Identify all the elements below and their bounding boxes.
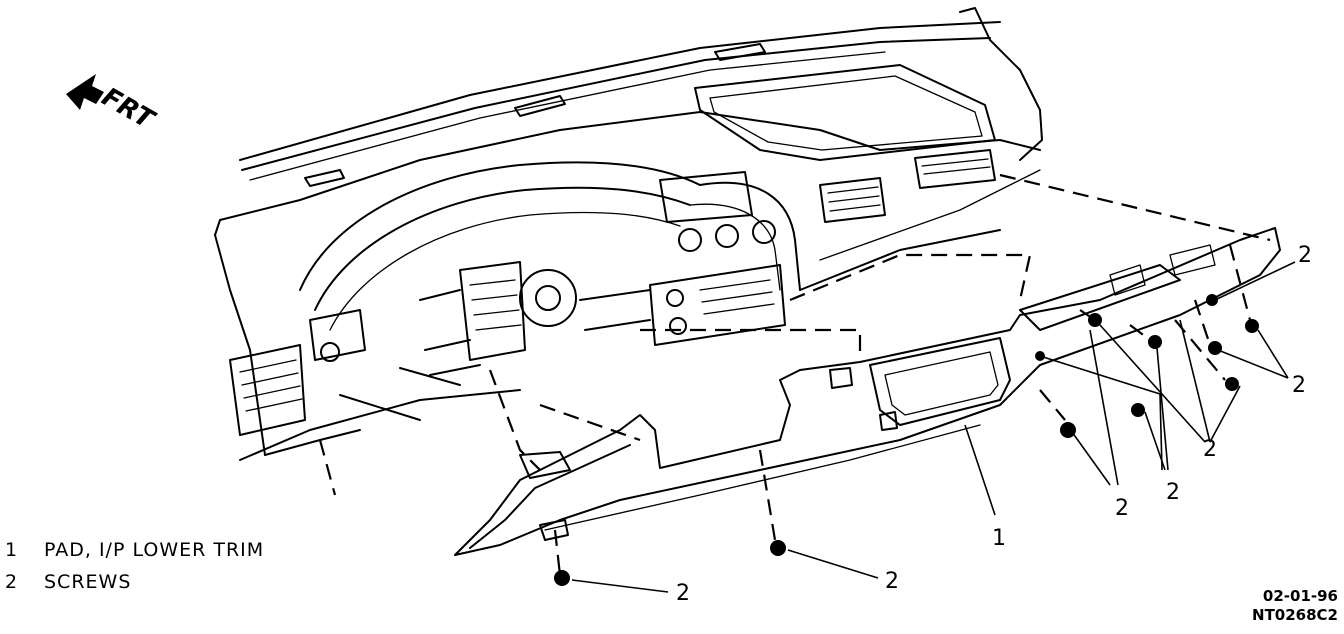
legend-number: 2	[5, 571, 18, 593]
callout-screw: 2	[1298, 243, 1312, 268]
callout-pad: 1	[992, 526, 1006, 551]
legend-text: SCREWS	[44, 571, 131, 593]
callout-screw: 2	[885, 569, 899, 594]
instrument-panel	[214, 7, 1043, 461]
legend: 1 PAD, I/P LOWER TRIM 2 SCREWS	[5, 539, 264, 593]
screw-icon	[770, 540, 786, 556]
figure-stamp: 02-01-96 NT0268C2	[1252, 587, 1338, 624]
callout-screw: 2	[1166, 480, 1180, 505]
screw-icon	[1206, 294, 1218, 306]
figure-date: 02-01-96	[1263, 587, 1338, 605]
front-arrow-icon	[66, 74, 104, 110]
screw-icon	[1060, 422, 1076, 438]
callout-screw: 2	[1115, 496, 1129, 521]
legend-number: 1	[5, 539, 18, 561]
screw-icon	[1131, 403, 1145, 417]
front-direction-label: FRT	[97, 82, 161, 136]
screws	[554, 294, 1259, 586]
callout-screw: 2	[1203, 437, 1217, 462]
screw-icon	[1208, 341, 1222, 355]
figure-code: NT0268C2	[1252, 606, 1338, 624]
legend-text: PAD, I/P LOWER TRIM	[44, 539, 264, 561]
front-direction-indicator: FRT	[66, 74, 161, 136]
callout-numbers: 2 2 1 2 2 2 2 2	[676, 243, 1312, 606]
leader-lines	[571, 261, 1296, 593]
screw-icon	[554, 570, 570, 586]
screw-icon	[1225, 377, 1239, 391]
lower-trim-pad	[454, 227, 1281, 556]
screw-icon	[1148, 335, 1162, 349]
callout-screw: 2	[1292, 373, 1306, 398]
screw-icon	[1245, 319, 1259, 333]
screw-icon	[1088, 313, 1102, 327]
callout-screw: 2	[676, 581, 690, 606]
